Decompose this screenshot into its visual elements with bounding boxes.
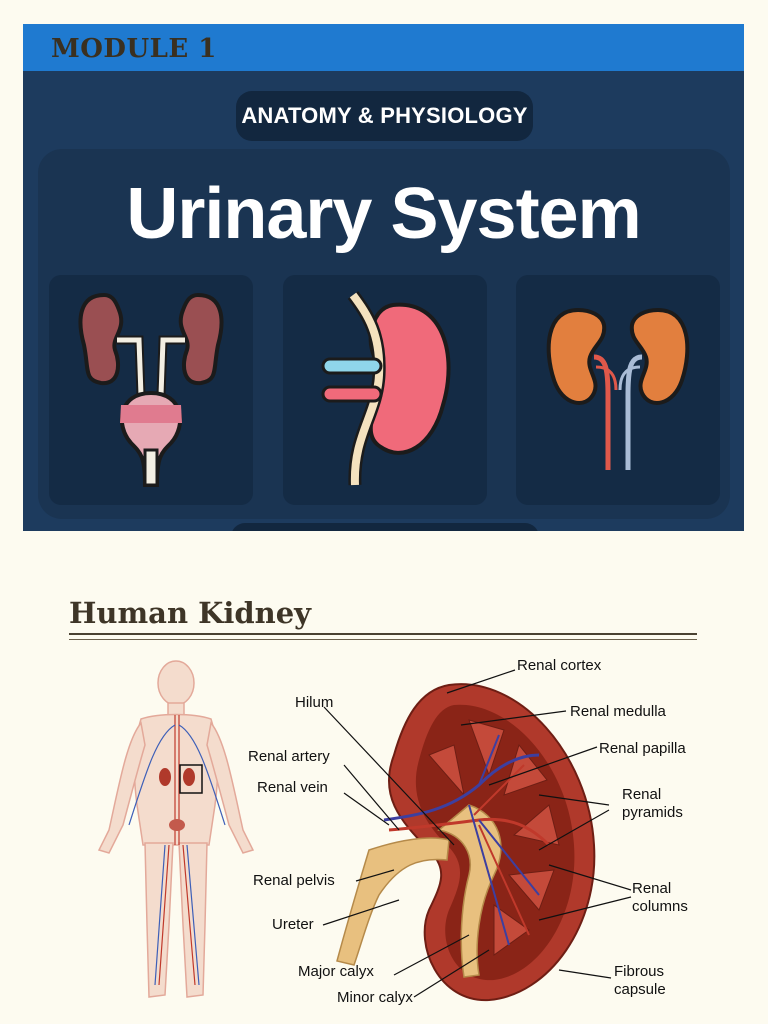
label-ureter: Ureter	[272, 916, 314, 933]
label-renal-cortex: Renal cortex	[517, 657, 602, 674]
card-kidney-vessels	[283, 275, 487, 505]
label-renal-vein: Renal vein	[257, 779, 328, 796]
card-kidneys-pair	[516, 275, 720, 505]
human-kidney-diagram: Renal cortex Hilum Renal medulla Renal a…	[97, 657, 688, 1006]
label-fibrous-capsule-line1: Fibrous	[614, 963, 664, 980]
module-header-bar: MODULE 1	[23, 24, 744, 71]
label-renal-pelvis: Renal pelvis	[253, 872, 335, 889]
module-label: MODULE 1	[51, 34, 217, 64]
label-renal-artery: Renal artery	[248, 748, 330, 765]
label-fibrous-capsule-line2: capsule	[614, 981, 666, 998]
kidney-highlight-box	[179, 764, 203, 794]
leader-lines	[322, 669, 632, 998]
body-kidney-left	[159, 768, 171, 786]
label-renal-pyramids-line2: pyramids	[622, 804, 683, 821]
kidney-vessels-icon	[321, 291, 451, 486]
label-renal-columns-line1: Renal	[632, 880, 671, 897]
label-renal-papilla: Renal papilla	[599, 740, 686, 757]
banner-bottom-pill	[231, 523, 539, 531]
label-renal-columns-line2: columns	[632, 898, 688, 915]
body-kidney-right	[183, 768, 195, 786]
title-divider-thick	[69, 633, 697, 635]
urinary-system-banner: ANATOMY & PHYSIOLOGY Urinary System	[23, 71, 744, 531]
label-renal-medulla: Renal medulla	[570, 703, 667, 720]
anatomy-physiology-pill: ANATOMY & PHYSIOLOGY	[236, 91, 533, 141]
urinary-tract-icon	[78, 292, 224, 487]
label-renal-pyramids-line1: Renal	[622, 786, 661, 803]
banner-title: Urinary System	[126, 174, 641, 254]
title-divider-thin	[69, 639, 697, 640]
section-title: Human Kidney	[69, 596, 312, 630]
body-bladder	[169, 819, 185, 831]
kidneys-pair-icon	[546, 307, 690, 470]
label-minor-calyx: Minor calyx	[337, 989, 413, 1006]
label-hilum: Hilum	[295, 694, 333, 711]
label-major-calyx: Major calyx	[298, 963, 374, 980]
kidney-cross-section	[336, 683, 596, 1002]
circulatory-vessels	[128, 715, 226, 986]
card-urinary-tract	[49, 275, 253, 505]
